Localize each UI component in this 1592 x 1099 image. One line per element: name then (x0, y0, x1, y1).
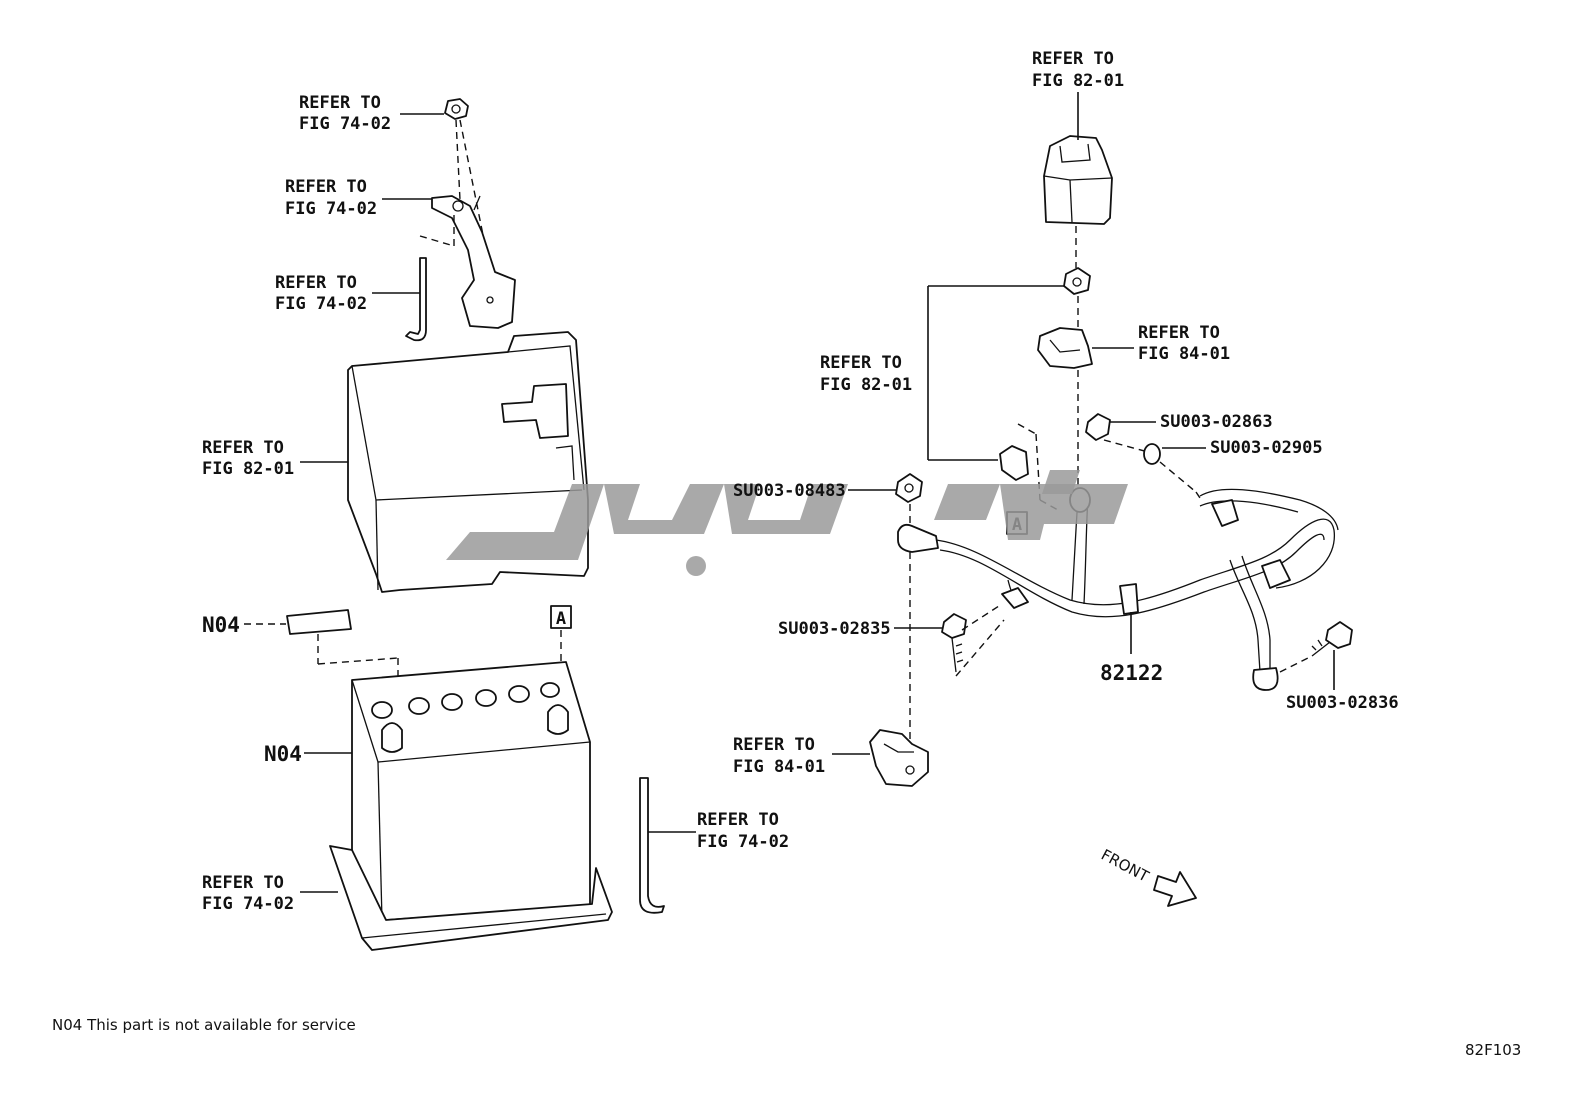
part-su003-02905: SU003-02905 (1210, 438, 1323, 458)
front-arrow-text: FRONT (1098, 846, 1152, 886)
callout-6: REFER TO FIG 74-02 (697, 810, 789, 852)
callout-7: REFER TO FIG 82-01 (1032, 49, 1124, 91)
callout-3-line1: REFER TO (275, 273, 357, 293)
battery-tray (329, 845, 613, 951)
callout-6-line2: FIG 74-02 (697, 832, 789, 852)
battery (351, 661, 591, 921)
bolt-su003-02835 (941, 613, 967, 673)
callout-8-line1: REFER TO (820, 353, 902, 373)
callout-10-line2: FIG 84-01 (733, 757, 825, 777)
terminal-lower (869, 729, 929, 787)
figure-id: 82F103 (1465, 1041, 1521, 1059)
front-arrow: FRONT (1098, 846, 1197, 907)
terminal-nut (1063, 267, 1091, 295)
nut-su003-02863 (1085, 413, 1111, 441)
callout-5-line2: FIG 74-02 (202, 894, 294, 914)
callout-5: REFER TO FIG 74-02 (202, 873, 294, 914)
callout-4-line2: FIG 82-01 (202, 459, 294, 479)
callout-2: REFER TO FIG 74-02 (285, 177, 377, 219)
cable-clip (999, 445, 1029, 481)
hook-rod-lower (639, 777, 665, 914)
callout-10: REFER TO FIG 84-01 (733, 735, 825, 777)
hold-down-nut (444, 98, 469, 120)
part-n04-battery: N04 (264, 742, 302, 766)
nut-su003-08483 (895, 473, 923, 503)
part-n04-label: N04 (202, 613, 240, 637)
callout-5-line1: REFER TO (202, 873, 284, 893)
part-su003-02863: SU003-02863 (1160, 412, 1273, 432)
callout-4-line1: REFER TO (202, 438, 284, 458)
callout-7-line2: FIG 82-01 (1032, 71, 1124, 91)
callout-7-line1: REFER TO (1032, 49, 1114, 69)
washer-su003-02905 (1143, 443, 1161, 465)
marker-a-left-text: A (556, 609, 566, 629)
part-su003-02835: SU003-02835 (778, 619, 891, 639)
battery-cover (347, 331, 589, 593)
callout-1-line1: REFER TO (299, 93, 381, 113)
part-su003-02836: SU003-02836 (1286, 693, 1399, 713)
n04-label-part (286, 609, 352, 635)
callout-2-line2: FIG 74-02 (285, 199, 377, 219)
marker-a-left: A (550, 605, 572, 629)
callout-4: REFER TO FIG 82-01 (202, 438, 294, 479)
callout-1: REFER TO FIG 74-02 (299, 93, 391, 134)
callout-10-line1: REFER TO (733, 735, 815, 755)
callout-1-line2: FIG 74-02 (299, 114, 391, 134)
bolt-su003-02836 (1311, 621, 1353, 657)
battery-clamp (431, 195, 516, 329)
callout-9-line1: REFER TO (1138, 323, 1220, 343)
watermark-logo (446, 470, 1128, 576)
callout-3-line2: FIG 74-02 (275, 294, 367, 314)
callout-2-line1: REFER TO (285, 177, 367, 197)
footnote: N04 This part is not available for servi… (52, 1016, 356, 1034)
callout-8: REFER TO FIG 82-01 (820, 353, 912, 395)
part-su003-08483: SU003-08483 (733, 481, 846, 501)
callout-3: REFER TO FIG 74-02 (275, 273, 367, 314)
part-82122: 82122 (1100, 661, 1163, 685)
callout-8-line2: FIG 82-01 (820, 375, 912, 395)
hook-rod-upper (405, 257, 427, 342)
battery-cable-82122 (897, 487, 1339, 691)
callout-9-line2: FIG 84-01 (1138, 344, 1230, 364)
fusible-link-terminal (1037, 327, 1093, 369)
terminal-cover (1043, 135, 1113, 225)
callout-6-line1: REFER TO (697, 810, 779, 830)
callout-9: REFER TO FIG 84-01 (1138, 323, 1230, 364)
